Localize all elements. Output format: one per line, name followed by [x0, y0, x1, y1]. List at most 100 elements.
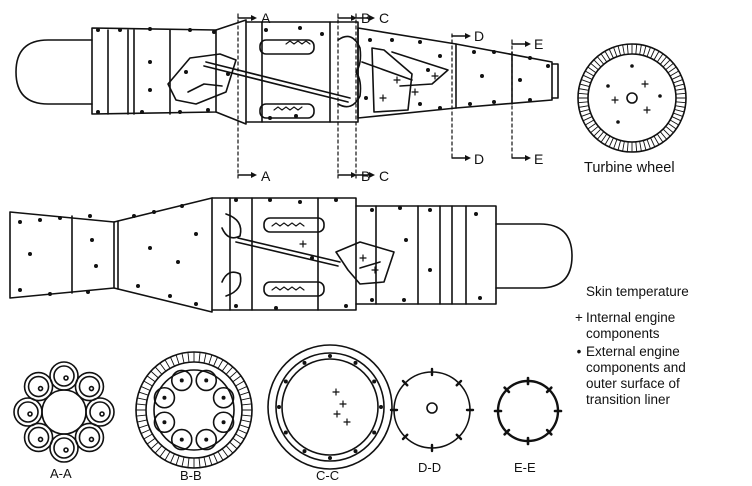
thermocouple-dot — [283, 430, 288, 435]
turbine-blade — [578, 88, 590, 91]
transition-duct — [153, 411, 176, 434]
turbine-blade — [582, 116, 593, 122]
transition-duct — [170, 369, 193, 392]
duct-dot — [221, 420, 226, 425]
hatch-line — [150, 370, 159, 379]
turbine-blade — [578, 105, 590, 108]
legend-plus-icon: + — [575, 310, 583, 325]
cut-label-d-bottom: D — [474, 151, 485, 167]
section-label-e-e: E-E — [514, 460, 536, 475]
thermocouple-dot — [353, 449, 358, 454]
hatch-line — [235, 433, 245, 440]
turbine-blade — [604, 135, 611, 146]
duct-dot — [162, 420, 167, 425]
turbine-blade — [671, 116, 682, 122]
hatch-line — [175, 455, 180, 466]
duct-dot — [204, 378, 209, 383]
turbine-blade — [622, 44, 625, 56]
hatch-line — [198, 351, 201, 363]
combustor-can — [74, 371, 105, 402]
turbine-blade — [662, 59, 671, 68]
legend-item-external: • External engine components and outer s… — [572, 344, 748, 408]
hatch-line — [213, 453, 219, 464]
turbine-blade — [669, 70, 680, 77]
hatch-line — [140, 385, 151, 391]
turbine-blade — [642, 140, 647, 151]
section-label-b-b: B-B — [180, 468, 202, 483]
turbine-blade — [667, 66, 677, 74]
combustor-liner — [27, 426, 50, 449]
turbine-blade — [626, 141, 629, 153]
liner-dot — [37, 385, 44, 392]
hatch-line — [154, 366, 163, 375]
hatch-line — [175, 354, 180, 365]
cut-label-d-top: D — [474, 28, 485, 44]
hatch-line — [235, 380, 245, 387]
probe-tick — [455, 379, 463, 387]
hatch-line — [213, 356, 219, 367]
turbine-blade — [672, 79, 684, 84]
combustor-liner — [78, 375, 101, 398]
turbine-blade — [675, 101, 687, 104]
turbine-blade — [639, 140, 642, 152]
turbine-blade — [653, 135, 660, 146]
turbine-blade — [608, 48, 614, 59]
cut-label-b-bottom: B — [361, 168, 371, 184]
section-c-c — [267, 344, 393, 470]
turbine-blade — [646, 138, 651, 150]
hatch-line — [143, 433, 153, 440]
cut-label-e-bottom: E — [534, 151, 544, 167]
liner-dot — [63, 447, 69, 453]
turbine-blade — [669, 119, 680, 126]
hatch-line — [217, 359, 224, 369]
probe-tick — [503, 386, 511, 394]
hatch-line — [225, 366, 234, 375]
turbine-blade — [584, 70, 595, 77]
turbine-blade — [646, 46, 651, 58]
hatch-line — [225, 445, 234, 454]
hatch-line — [135, 414, 147, 417]
hatch-line — [138, 391, 149, 396]
turbine-blade — [659, 131, 668, 140]
turbine-blade — [653, 50, 660, 61]
hatch-line — [143, 380, 153, 387]
turbine-blade — [590, 125, 599, 134]
combustor-liner — [78, 426, 101, 449]
turbine-blade — [639, 44, 642, 56]
turbine-blade — [580, 79, 592, 84]
turbine-blade — [635, 43, 638, 55]
transition-duct — [212, 411, 235, 434]
probe-tick — [545, 428, 553, 436]
turbine-blade — [579, 83, 590, 88]
legend: Skin temperature + Internal engine compo… — [572, 284, 748, 410]
turbine-blade — [665, 62, 674, 71]
legend-external-text: External engine components and outer sur… — [586, 344, 686, 407]
probe-tick — [455, 433, 463, 441]
probe-tick — [503, 428, 511, 436]
hatch-line — [169, 453, 175, 464]
hatch-line — [169, 356, 175, 367]
section-a-a — [13, 361, 115, 463]
cut-label-b-top: B — [361, 10, 371, 26]
section-label-d-d: D-D — [418, 460, 442, 475]
section-d-d — [389, 367, 475, 453]
turbine-blade — [674, 83, 685, 88]
hatch-line — [217, 451, 224, 461]
hatch-line — [198, 457, 201, 469]
legend-internal-text: Internal engine components — [586, 310, 676, 341]
duct-dot — [204, 437, 209, 442]
transition-duct — [195, 428, 218, 451]
cut-label-c-bottom: C — [379, 168, 390, 184]
liner-dot — [88, 385, 95, 392]
thermocouple-dot — [328, 456, 332, 460]
cut-label-e-top: E — [534, 36, 544, 52]
turbine-blade — [608, 137, 614, 148]
top-engine-view — [15, 13, 559, 179]
thermocouple-dot — [302, 360, 307, 365]
turbine-blade — [672, 112, 684, 117]
hatch-line — [164, 359, 171, 369]
thermocouple-dot — [372, 430, 377, 435]
turbine-blade — [671, 74, 682, 80]
hatch-line — [146, 437, 156, 445]
